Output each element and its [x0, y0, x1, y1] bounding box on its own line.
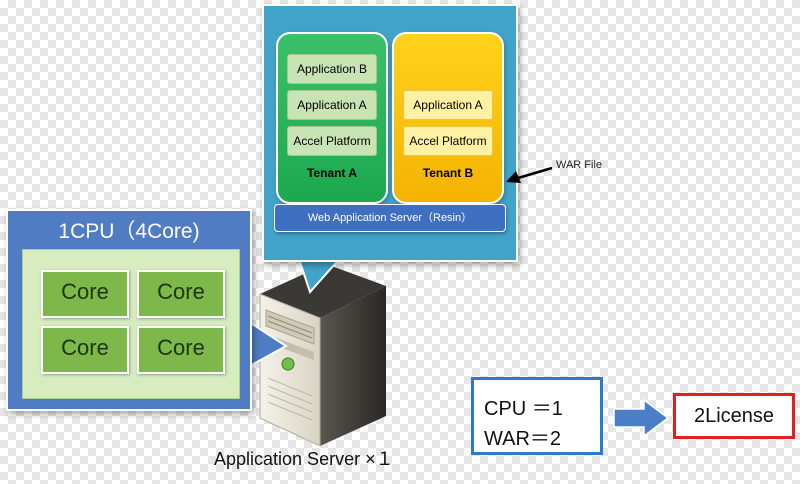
tenant-b-label: Tenant B — [422, 166, 474, 180]
web-server-bar: Web Application Server（Resin） — [274, 204, 506, 232]
tenant-a-app-2: Application A — [287, 90, 377, 120]
flow-arrow-icon — [613, 398, 670, 438]
server-caption: Application Server ×１ — [214, 449, 394, 469]
war-file-arrow-icon — [506, 166, 553, 183]
tenant-panel-pointer — [296, 256, 344, 294]
core-box-1: Core — [41, 270, 129, 318]
core-box-4: Core — [137, 326, 225, 374]
calc-war-line: WAR＝2 — [484, 428, 562, 450]
tenant-a-app-1: Application B — [287, 54, 377, 84]
tenant-b-column: Application A Accel Platform Tenant B — [392, 32, 504, 204]
calc-cpu-line: CPU ＝1 — [484, 398, 563, 420]
tenant-panel: Application B Application A Accel Platfo… — [262, 4, 518, 262]
core-box-3: Core — [41, 326, 129, 374]
tenant-a-column: Application B Application A Accel Platfo… — [276, 32, 388, 204]
core-area: Core Core Core Core — [22, 249, 240, 399]
calc-box: CPU ＝1 WAR＝2 — [471, 377, 603, 455]
tenant-b-app-1: Application A — [403, 90, 493, 120]
cpu-panel: 1CPU（4Core) Core Core Core Core — [6, 209, 252, 411]
tenant-a-label: Tenant A — [307, 166, 357, 180]
cpu-panel-pointer — [246, 318, 288, 370]
server-icon — [259, 264, 386, 446]
cpu-title: 1CPU（4Core) — [58, 220, 200, 243]
tenant-b-app-2: Accel Platform — [403, 126, 493, 156]
license-box: 2License — [673, 393, 795, 439]
tenant-a-app-3: Accel Platform — [287, 126, 377, 156]
war-file-label: WAR File — [556, 159, 603, 171]
core-box-2: Core — [137, 270, 225, 318]
